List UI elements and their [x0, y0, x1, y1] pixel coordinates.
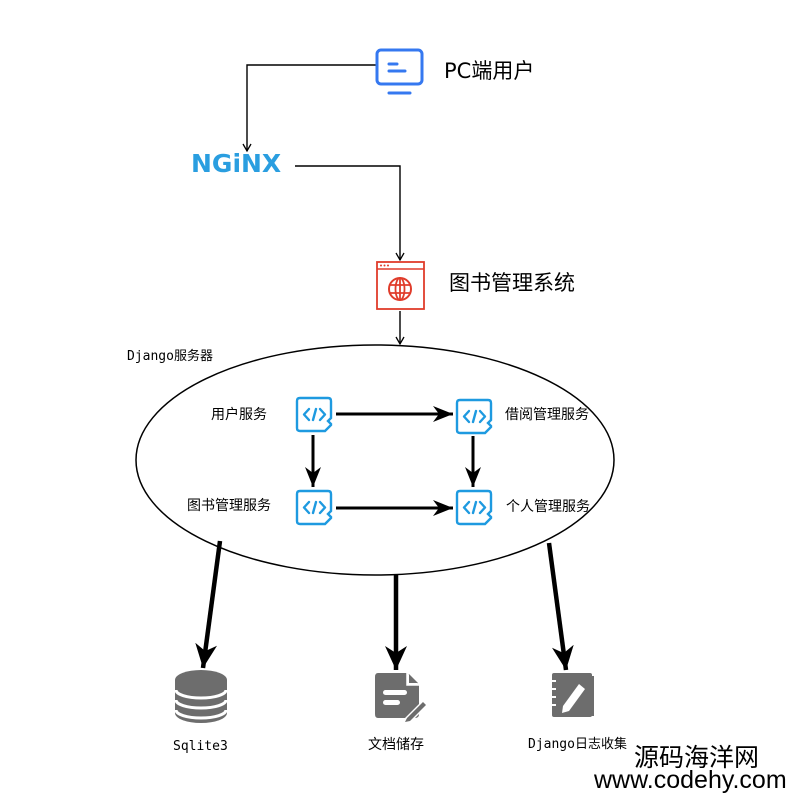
monitor-icon[interactable]	[375, 48, 424, 95]
sqlite-label: Sqlite3	[173, 739, 228, 754]
code-icon-personal-service[interactable]	[455, 489, 493, 526]
watermark-title: 源码海洋网	[634, 743, 760, 772]
pc-user-label: PC端用户	[444, 59, 535, 83]
web-system-label: 图书管理系统	[449, 271, 575, 295]
edge-nginx-to-system	[295, 165, 405, 262]
watermark-url: www.codehy.com	[594, 766, 787, 794]
logs-label: Django日志收集	[528, 737, 627, 752]
database-icon[interactable]	[174, 670, 228, 723]
book-service-label: 图书管理服务	[187, 498, 271, 514]
code-icon-book-service[interactable]	[295, 489, 333, 526]
code-icon-glyph	[302, 407, 327, 422]
django-server-label: Django服务器	[127, 349, 213, 364]
personal-service-label: 个人管理服务	[506, 499, 590, 515]
edge-django-to-logs	[546, 542, 574, 671]
code-icon-user-service[interactable]	[295, 396, 333, 433]
web-browser-icon[interactable]	[376, 261, 425, 310]
borrow-service-label: 借阅管理服务	[505, 407, 589, 423]
edge-django-to-sqlite	[195, 540, 223, 669]
notebook-edit-icon[interactable]	[548, 673, 594, 717]
code-icon-glyph	[462, 409, 487, 424]
user-service-label: 用户服务	[211, 407, 267, 423]
code-icon-borrow-service[interactable]	[455, 398, 493, 435]
document-edit-icon[interactable]	[375, 673, 428, 723]
code-icon-glyph	[462, 500, 487, 515]
documents-label: 文档储存	[368, 737, 424, 753]
django-server-boundary	[135, 344, 615, 576]
nginx-logo[interactable]: NGiNX	[191, 149, 282, 178]
edge-pc-to-nginx	[242, 64, 376, 153]
code-icon-glyph	[302, 500, 327, 515]
